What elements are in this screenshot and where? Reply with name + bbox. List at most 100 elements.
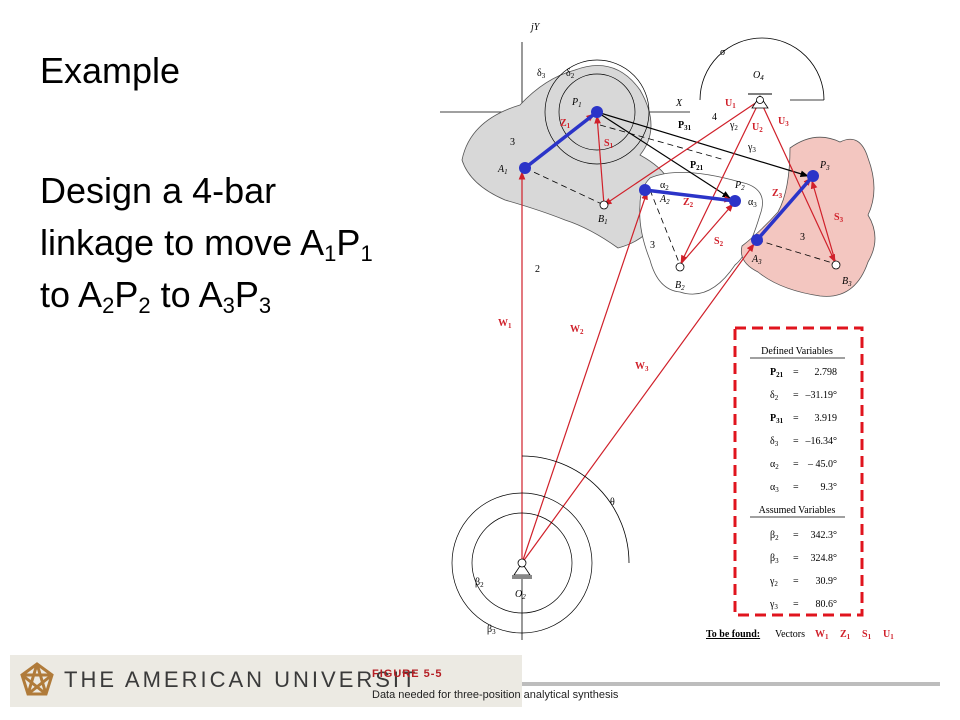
- label-gamma2: γ2: [729, 120, 738, 132]
- figure-caption: Data needed for three-position analytica…: [372, 689, 619, 701]
- coupler-body-3: [740, 136, 876, 297]
- label-a1: A1: [497, 164, 508, 176]
- vector-p21: [596, 111, 731, 199]
- defined-variable-equals: =: [793, 367, 799, 378]
- body-line-3: to A2P2 to A3P3: [40, 274, 272, 318]
- assumed-variable-symbol: γ2: [769, 576, 778, 588]
- figure-title: FIGURE 5-5: [372, 668, 443, 680]
- vector-w3: [521, 243, 755, 564]
- vector-s1: [594, 115, 605, 206]
- vector-s2: [679, 203, 734, 266]
- label-link3-a: 3: [510, 137, 515, 148]
- label-o2: O2: [515, 589, 526, 601]
- label-s3: S3: [834, 212, 844, 224]
- vector-u1: [603, 99, 761, 206]
- vector-u3: [759, 99, 836, 263]
- label-p3: P3: [819, 160, 830, 172]
- point-p1: [591, 106, 603, 118]
- a3-b3-dashed: [756, 239, 837, 265]
- label-w3: W3: [635, 361, 649, 373]
- label-b2: B2: [675, 280, 685, 292]
- label-p1: P1: [571, 97, 582, 109]
- a1-b1-dashed: [524, 167, 605, 206]
- delta-circle-outer: [544, 59, 650, 165]
- defined-variable-equals: =: [793, 436, 799, 447]
- assumed-variable-equals: =: [793, 599, 799, 610]
- assumed-variable-value: 324.8°: [811, 553, 838, 564]
- body-line-2: linkage to move A1P1: [40, 222, 373, 266]
- point-a2: [639, 184, 651, 196]
- assumed-variable-row: β3 = 324.8°: [770, 553, 837, 565]
- label-o4: O4: [753, 70, 764, 82]
- link-a1p1: [523, 110, 599, 170]
- label-x: X: [675, 98, 683, 109]
- assumed-variables-heading: Assumed Variables: [759, 505, 836, 516]
- label-link3-b: 3: [650, 240, 655, 251]
- label-theta: θ: [610, 497, 615, 508]
- defined-variable-symbol: δ3: [770, 436, 779, 448]
- university-name: THE AMERICAN UNIVERSIT: [64, 667, 419, 692]
- label-p2: P2: [734, 180, 745, 192]
- label-z1: Z1: [560, 118, 571, 130]
- label-p21: P21: [690, 160, 704, 172]
- label-w1: W1: [498, 318, 512, 330]
- assumed-variable-symbol: β3: [770, 553, 779, 565]
- defined-variables-heading: Defined Variables: [761, 346, 833, 357]
- link-a2p2: [643, 188, 737, 203]
- point-p3: [807, 170, 819, 182]
- theta-arc: [521, 455, 630, 564]
- to-be-found-s1: S1: [862, 629, 872, 641]
- assumed-variable-row: γ3=80.6°: [769, 599, 837, 611]
- to-be-found-u1: U1: [883, 629, 894, 641]
- o2-circle-1: [471, 512, 573, 614]
- assumed-variable-row: γ2=30.9°: [769, 576, 837, 588]
- label-u3: U3: [778, 116, 789, 128]
- defined-variable-value: – 45.0°: [807, 459, 837, 470]
- label-jy: jY: [529, 22, 541, 33]
- label-delta2: δ2: [566, 68, 575, 80]
- university-footer-band: [10, 655, 522, 707]
- defined-variable-symbol: P31: [770, 413, 784, 425]
- label-gamma3: γ3: [747, 142, 756, 154]
- label-link2: 2: [535, 264, 540, 275]
- label-p31: P31: [678, 120, 692, 132]
- label-beta2: β2: [475, 577, 484, 589]
- body-line-1: Design a 4-bar: [40, 170, 277, 211]
- vector-s3: [810, 180, 837, 265]
- point-a3: [751, 234, 763, 246]
- o4-arc: [699, 37, 825, 101]
- point-b1: [599, 200, 609, 210]
- a2-b2-dashed: [649, 189, 681, 266]
- assumed-variable-value: 342.3°: [811, 530, 838, 541]
- delta-circle-inner: [558, 73, 636, 151]
- point-p2: [729, 195, 741, 207]
- label-w2: W2: [570, 324, 584, 336]
- university-logo-icon: [20, 662, 54, 696]
- label-s1: S1: [604, 138, 614, 150]
- vector-w2: [521, 191, 648, 564]
- defined-variable-row: P31=3.919: [770, 413, 837, 425]
- defined-variable-value: 2.798: [815, 367, 838, 378]
- defined-variable-symbol: δ2: [770, 390, 779, 402]
- variables-dashed-box: [733, 326, 864, 617]
- o2-circle-2: [451, 492, 593, 634]
- defined-variable-equals: =: [793, 459, 799, 470]
- label-u1: U1: [725, 98, 736, 110]
- assumed-variable-value: 80.6°: [816, 599, 838, 610]
- vector-p31: [596, 111, 809, 178]
- label-alpha2: α2: [660, 180, 669, 192]
- defined-variable-symbol: P21: [770, 367, 784, 379]
- assumed-variable-symbol: β2: [770, 530, 779, 542]
- label-u2: U2: [752, 122, 763, 134]
- assumed-variables-rows: β2=342.3°β3=324.8°γ2=30.9°γ3=80.6°: [769, 530, 837, 611]
- point-b3: [831, 260, 841, 270]
- p21-dashed: [599, 124, 726, 161]
- assumed-variable-equals: =: [793, 553, 799, 564]
- label-link4: 4: [712, 112, 717, 123]
- label-s2: S2: [714, 236, 724, 248]
- label-b3: B3: [842, 276, 852, 288]
- label-z2: Z2: [683, 197, 694, 209]
- point-b2: [675, 262, 685, 272]
- defined-variable-value: –31.19°: [805, 390, 838, 401]
